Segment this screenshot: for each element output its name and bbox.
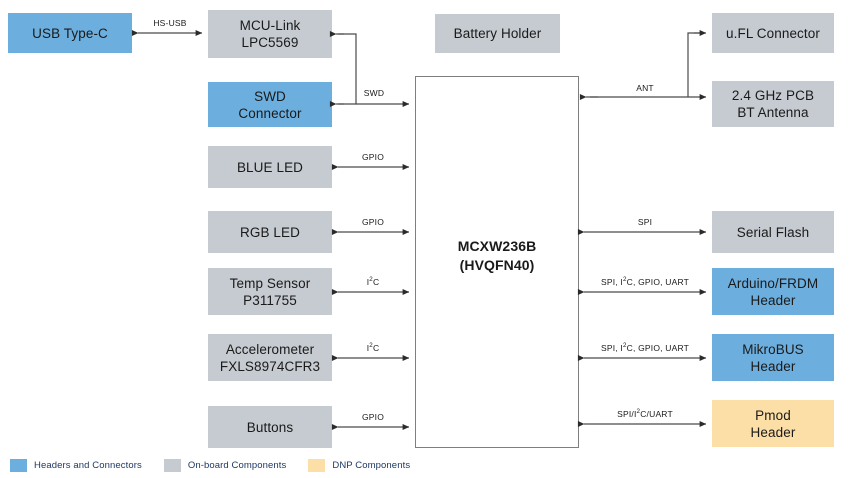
block-swd-connector[interactable]: SWD Connector xyxy=(208,82,332,127)
block-blue-led[interactable]: BLUE LED xyxy=(208,146,332,188)
legend-label-headers-connectors: Headers and Connectors xyxy=(34,460,142,471)
bus-label-rgb-led-gpio: GPIO xyxy=(361,217,385,227)
legend-swatch-headers-connectors xyxy=(10,459,27,472)
bus-label-serial-flash-spi: SPI xyxy=(637,217,653,227)
legend-item-onboard-components: On-board Components xyxy=(163,459,287,472)
block-usb-type-c[interactable]: USB Type-C xyxy=(8,13,132,53)
bus-label-buttons-gpio: GPIO xyxy=(361,412,385,422)
bus-label-temp-sensor-i2c: I2C xyxy=(366,276,380,287)
block-bt-antenna[interactable]: 2.4 GHz PCB BT Antenna xyxy=(712,81,834,127)
bus-label-pmod-header-buses: SPI/I2C/UART xyxy=(617,408,673,419)
block-battery-holder[interactable]: Battery Holder xyxy=(435,14,560,53)
block-arduino-frdm-header[interactable]: Arduino/FRDM Header xyxy=(712,268,834,315)
line-ant-branch-ufl xyxy=(687,32,702,97)
block-mikrobus-header[interactable]: MikroBUS Header xyxy=(712,334,834,381)
block-mcxw236b-mcu[interactable]: MCXW236B (HVQFN40) xyxy=(415,76,579,448)
bus-label-swd: SWD xyxy=(363,88,385,98)
bus-label-accelerometer-i2c: I2C xyxy=(366,342,380,353)
bus-label-ant: ANT xyxy=(636,83,654,93)
legend-label-onboard-components: On-board Components xyxy=(187,460,287,471)
block-pmod-header[interactable]: Pmod Header xyxy=(712,400,834,447)
block-temp-sensor[interactable]: Temp Sensor P311755 xyxy=(208,268,332,315)
legend-item-dnp-components: DNP Components xyxy=(308,459,410,472)
block-serial-flash[interactable]: Serial Flash xyxy=(712,211,834,253)
legend-swatch-dnp-components xyxy=(308,459,326,472)
block-rgb-led[interactable]: RGB LED xyxy=(208,211,332,253)
block-buttons[interactable]: Buttons xyxy=(208,406,332,448)
bus-label-arduino-header-buses: SPI, I2C, GPIO, UART xyxy=(600,276,690,287)
legend: Headers and Connectors On-board Componen… xyxy=(10,459,432,472)
bus-label-mikrobus-header-buses: SPI, I2C, GPIO, UART xyxy=(600,342,690,353)
bus-label-hs-usb: HS-USB xyxy=(153,18,187,28)
legend-label-dnp-components: DNP Components xyxy=(332,460,411,471)
legend-swatch-onboard-components xyxy=(163,459,181,472)
line-swd-riser xyxy=(338,33,357,105)
bus-label-blue-led-gpio: GPIO xyxy=(361,152,385,162)
legend-item-headers-connectors: Headers and Connectors xyxy=(10,459,142,472)
block-ufl-connector[interactable]: u.FL Connector xyxy=(712,13,834,53)
block-accelerometer[interactable]: Accelerometer FXLS8974CFR3 xyxy=(208,334,332,381)
